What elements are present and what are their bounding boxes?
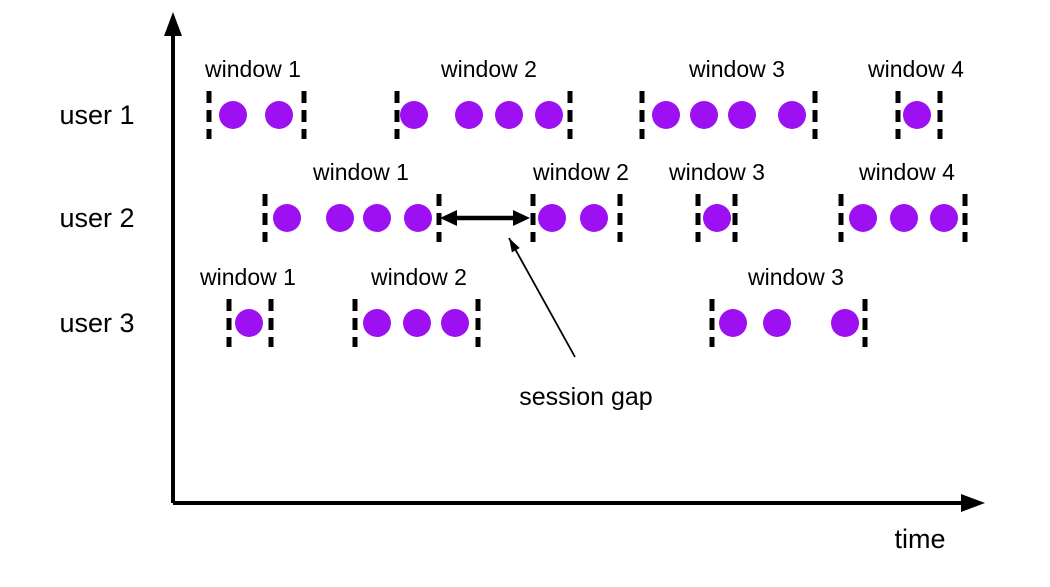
- annotation-pointer-line: [508, 237, 576, 358]
- event-dot: [763, 309, 791, 337]
- event-dot: [690, 101, 718, 129]
- event-dot: [890, 204, 918, 232]
- x-axis-arrowhead-icon: [961, 494, 985, 512]
- event-dot: [703, 204, 731, 232]
- session-gap-arrowhead-left-icon: [440, 210, 457, 226]
- event-dot: [495, 101, 523, 129]
- event-dot: [265, 101, 293, 129]
- event-dot: [273, 204, 301, 232]
- event-dot: [652, 101, 680, 129]
- window-label: window 4: [858, 159, 955, 185]
- user-label: user 2: [59, 203, 134, 233]
- session-gap-label: session gap: [519, 383, 652, 411]
- event-dot: [728, 101, 756, 129]
- event-dot: [903, 101, 931, 129]
- event-dot: [580, 204, 608, 232]
- event-dot: [326, 204, 354, 232]
- user-label: user 3: [59, 308, 134, 338]
- y-axis-arrowhead-icon: [164, 12, 182, 36]
- window-label: window 3: [747, 264, 844, 290]
- window-label: window 1: [199, 264, 296, 290]
- event-dot: [455, 101, 483, 129]
- event-dot: [778, 101, 806, 129]
- event-dot: [441, 309, 469, 337]
- event-dot: [404, 204, 432, 232]
- window-label: window 1: [312, 159, 409, 185]
- window-label: window 4: [867, 56, 964, 82]
- time-axis-label: time: [894, 524, 945, 554]
- event-dot: [831, 309, 859, 337]
- window-label: window 1: [204, 56, 301, 82]
- event-dot: [403, 309, 431, 337]
- event-dot: [535, 101, 563, 129]
- event-dot: [930, 204, 958, 232]
- event-dot: [363, 204, 391, 232]
- window-label: window 2: [532, 159, 629, 185]
- window-label: window 2: [370, 264, 467, 290]
- annotation-pointer-arrowhead-icon: [509, 238, 520, 253]
- event-dot: [719, 309, 747, 337]
- event-dot: [849, 204, 877, 232]
- event-dot: [400, 101, 428, 129]
- session-gap-arrowhead-right-icon: [513, 210, 530, 226]
- event-dot: [538, 204, 566, 232]
- event-dot: [219, 101, 247, 129]
- window-label: window 2: [440, 56, 537, 82]
- event-dot: [363, 309, 391, 337]
- window-label: window 3: [688, 56, 785, 82]
- user-label: user 1: [59, 100, 134, 130]
- window-label: window 3: [668, 159, 765, 185]
- event-dot: [235, 309, 263, 337]
